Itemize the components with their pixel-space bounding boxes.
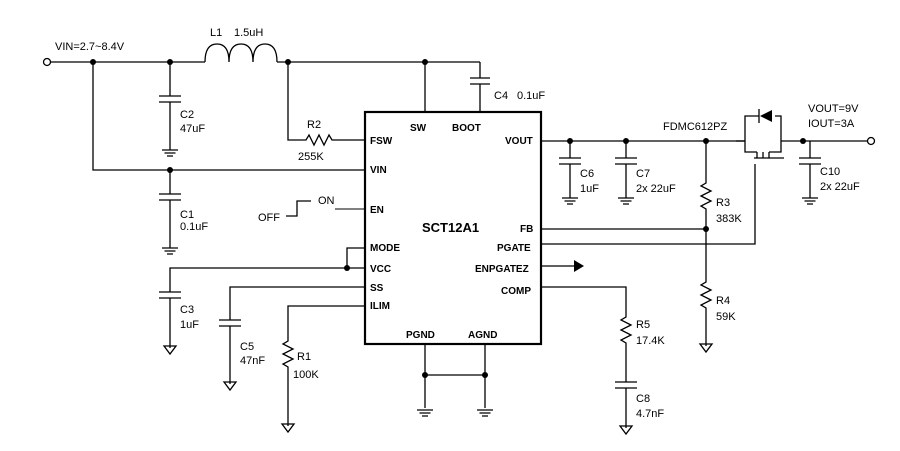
resistor-divider-r3-r4	[699, 141, 713, 346]
junction	[422, 372, 428, 378]
capacitor-c1	[159, 170, 181, 248]
vout-label: VOUT=9V	[808, 103, 859, 115]
pin-agnd-label: AGND	[468, 330, 497, 341]
vin-pin-wire	[92, 62, 365, 171]
pin-ilim-label: ILIM	[370, 301, 390, 312]
capacitor-c2	[159, 62, 181, 150]
c4-value: 0.1uF	[517, 90, 545, 102]
compensation-r5-c8	[541, 286, 637, 428]
mode-pin-wire	[346, 247, 365, 268]
capacitor-c6	[559, 141, 581, 198]
pin-vout-label: VOUT	[505, 136, 533, 147]
c5-value: 47nF	[240, 355, 265, 367]
c3-ref: C3	[180, 304, 194, 316]
c10-value: 2x 22uF	[820, 181, 860, 193]
ground-arrow	[280, 423, 296, 434]
pin-enpgatez-label: ENPGATEZ	[475, 264, 529, 275]
inductor-l1	[204, 43, 278, 63]
c2-ref: C2	[180, 109, 194, 121]
output-terminal	[866, 136, 876, 146]
switch-off-label: OFF	[258, 212, 280, 224]
q1-part: FDMC612PZ	[663, 121, 727, 133]
c7-ref: C7	[636, 168, 650, 180]
resistor-r1	[281, 305, 365, 426]
capacitor-c3	[159, 267, 365, 348]
ic-body	[363, 110, 543, 346]
ground-symbol	[802, 197, 818, 205]
ground-arrow	[162, 345, 178, 356]
pin-comp-label: COMP	[501, 286, 531, 297]
r3-value: 383K	[716, 213, 742, 225]
resistor-r2	[287, 62, 365, 147]
pin-fb-label: FB	[520, 224, 533, 235]
capacitor-c10	[799, 141, 821, 198]
r3-ref: R3	[716, 197, 730, 209]
r5-ref: R5	[636, 319, 650, 331]
c8-value: 4.7nF	[636, 408, 664, 420]
l1-value: 1.5uH	[234, 27, 263, 39]
c3-value: 1uF	[180, 319, 199, 331]
pin-en-label: EN	[370, 205, 384, 216]
c5-ref: C5	[240, 341, 254, 353]
junction	[482, 372, 488, 378]
r4-value: 59K	[716, 311, 736, 323]
pin-ss-label: SS	[370, 283, 384, 294]
r2-ref: R2	[307, 119, 321, 131]
vin-label: VIN=2.7~8.4V	[55, 41, 125, 53]
c8-ref: C8	[636, 393, 650, 405]
c10-ref: C10	[820, 166, 840, 178]
output-arrow-icon	[574, 260, 584, 272]
ground-symbol	[477, 409, 493, 417]
iout-label: IOUT=3A	[808, 118, 855, 130]
junction	[800, 138, 806, 144]
c1-value: 0.1uF	[180, 221, 208, 233]
c1-ref: C1	[180, 209, 194, 221]
ground-symbol	[618, 197, 634, 205]
ground-arrow	[618, 425, 634, 436]
pin-pgate-label: PGATE	[497, 243, 531, 254]
pgate-pin-wire	[541, 164, 756, 245]
c6-ref: C6	[580, 168, 594, 180]
capacitor-c7	[615, 141, 637, 198]
ground-symbol	[562, 197, 578, 205]
pin-fsw-label: FSW	[370, 136, 393, 147]
pin-boot-label: BOOT	[452, 123, 481, 134]
ground-symbol	[162, 149, 178, 157]
capacitor-c5	[219, 286, 365, 384]
pin-mode-label: MODE	[370, 243, 400, 254]
r1-value: 100K	[293, 369, 319, 381]
pin-vin-label: VIN	[370, 165, 387, 176]
switch-on-label: ON	[318, 195, 335, 207]
ground-arrow	[222, 381, 238, 392]
ic-name: SCT12A1	[422, 220, 479, 235]
c7-value: 2x 22uF	[636, 183, 676, 195]
en-switch	[286, 200, 311, 217]
input-terminal	[42, 57, 52, 67]
pin-pgnd-label: PGND	[406, 330, 435, 341]
pin-sw-label: SW	[410, 123, 427, 134]
r2-value: 255K	[298, 151, 324, 163]
r5-value: 17.4K	[636, 335, 665, 347]
r4-ref: R4	[716, 295, 730, 307]
ground-pins-wire	[424, 344, 486, 408]
mosfet-q1	[736, 109, 784, 159]
pin-vcc-label: VCC	[370, 264, 391, 275]
c4-ref: C4	[494, 90, 508, 102]
r1-ref: R1	[297, 351, 311, 363]
ground-symbol	[417, 409, 433, 417]
c2-value: 47uF	[180, 123, 205, 135]
c6-value: 1uF	[580, 183, 599, 195]
ground-arrow	[698, 343, 714, 354]
ground-symbol	[162, 247, 178, 255]
capacitor-c4	[470, 62, 490, 112]
l1-ref: L1	[210, 27, 222, 39]
